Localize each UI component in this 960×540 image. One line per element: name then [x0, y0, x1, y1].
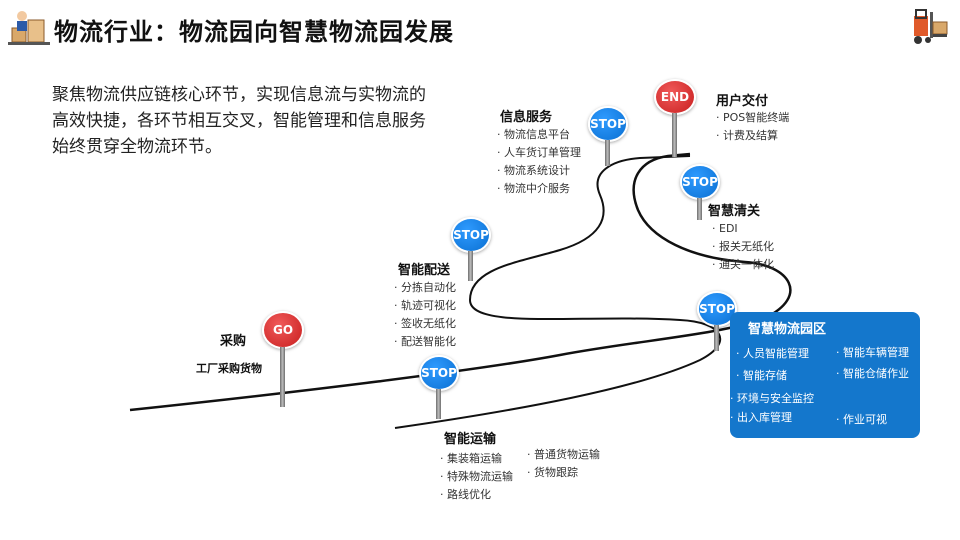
list-item: 分拣自动化 — [394, 279, 456, 297]
stop-sign-disc: STOP — [451, 217, 491, 253]
list-item: 路线优化 — [440, 486, 513, 504]
intro-text: 聚焦物流供应链核心环节，实现信息流与实物流的高效快捷，各环节相互交叉，智能管理和… — [52, 85, 426, 157]
road-edge-inner — [394, 155, 722, 429]
stop-sign-disc: STOP — [419, 355, 459, 391]
park-item: 人员智能管理 — [736, 345, 809, 361]
list-item: 物流系统设计 — [497, 162, 581, 180]
stage-customs-list: EDI 报关无纸化 通关一体化 — [712, 220, 774, 274]
sign-pole — [436, 389, 441, 419]
smart-park-panel: 智慧物流园区 人员智能管理 智能车辆管理 智能存储 智能仓储作业 环境与安全监控… — [730, 312, 920, 438]
page-title: 物流行业：物流园向智慧物流园发展 — [54, 18, 454, 46]
park-item: 作业可视 — [836, 411, 887, 427]
stage-delivery-title: 智能配送 — [398, 263, 451, 278]
list-item: 报关无纸化 — [712, 238, 774, 256]
list-item: 配送智能化 — [394, 333, 456, 351]
park-item: 环境与安全监控 — [730, 390, 814, 406]
stage-info-list: 物流信息平台 人车货订单管理 物流系统设计 物流中介服务 — [497, 126, 581, 198]
stage-purchase-sub: 工厂采购货物 — [196, 362, 262, 375]
stage-handover-list: POS智能终端 计费及结算 — [716, 109, 789, 145]
list-item: 人车货订单管理 — [497, 144, 581, 162]
go-sign-disc: GO — [262, 311, 304, 349]
park-item: 智能车辆管理 — [836, 344, 909, 360]
sign-pole — [468, 251, 473, 281]
list-item: 特殊物流运输 — [440, 468, 513, 486]
list-item: POS智能终端 — [716, 109, 789, 127]
park-item: 出入库管理 — [730, 409, 792, 425]
stage-purchase-title: 采购 — [220, 334, 247, 349]
list-item: 货物跟踪 — [527, 464, 600, 482]
smart-park-title: 智慧物流园区 — [748, 322, 827, 337]
stage-transport-list-right: 普通货物运输 货物跟踪 — [527, 446, 600, 482]
stage-handover-title: 用户交付 — [716, 94, 769, 109]
park-item: 智能仓储作业 — [836, 365, 909, 381]
list-item: 计费及结算 — [716, 127, 789, 145]
stop-sign-disc: STOP — [680, 164, 720, 200]
sign-pole — [697, 198, 702, 220]
stage-delivery-list: 分拣自动化 轨迹可视化 签收无纸化 配送智能化 — [394, 279, 456, 351]
sign-pole — [672, 113, 677, 157]
stop-sign-disc: STOP — [588, 106, 628, 142]
stage-transport-list-left: 集装箱运输 特殊物流运输 路线优化 — [440, 450, 513, 504]
sign-pole — [714, 325, 719, 351]
warehouse-worker-icon — [8, 11, 50, 45]
title-bar: 物流行业：物流园向智慧物流园发展 — [0, 0, 960, 56]
sign-pole — [280, 347, 285, 407]
stage-info-title: 信息服务 — [500, 110, 553, 125]
stage-customs-title: 智慧清关 — [708, 204, 761, 219]
sign-pole — [605, 140, 610, 166]
park-item: 智能存储 — [736, 367, 787, 383]
list-item: 物流中介服务 — [497, 180, 581, 198]
list-item: EDI — [712, 220, 774, 238]
list-item: 签收无纸化 — [394, 315, 456, 333]
list-item: 集装箱运输 — [440, 450, 513, 468]
stage-transport-title: 智能运输 — [444, 432, 497, 447]
list-item: 轨迹可视化 — [394, 297, 456, 315]
list-item: 普通货物运输 — [527, 446, 600, 464]
list-item: 物流信息平台 — [497, 126, 581, 144]
forklift-icon — [914, 9, 948, 44]
end-sign-disc: END — [654, 79, 696, 115]
list-item: 通关一体化 — [712, 256, 774, 274]
